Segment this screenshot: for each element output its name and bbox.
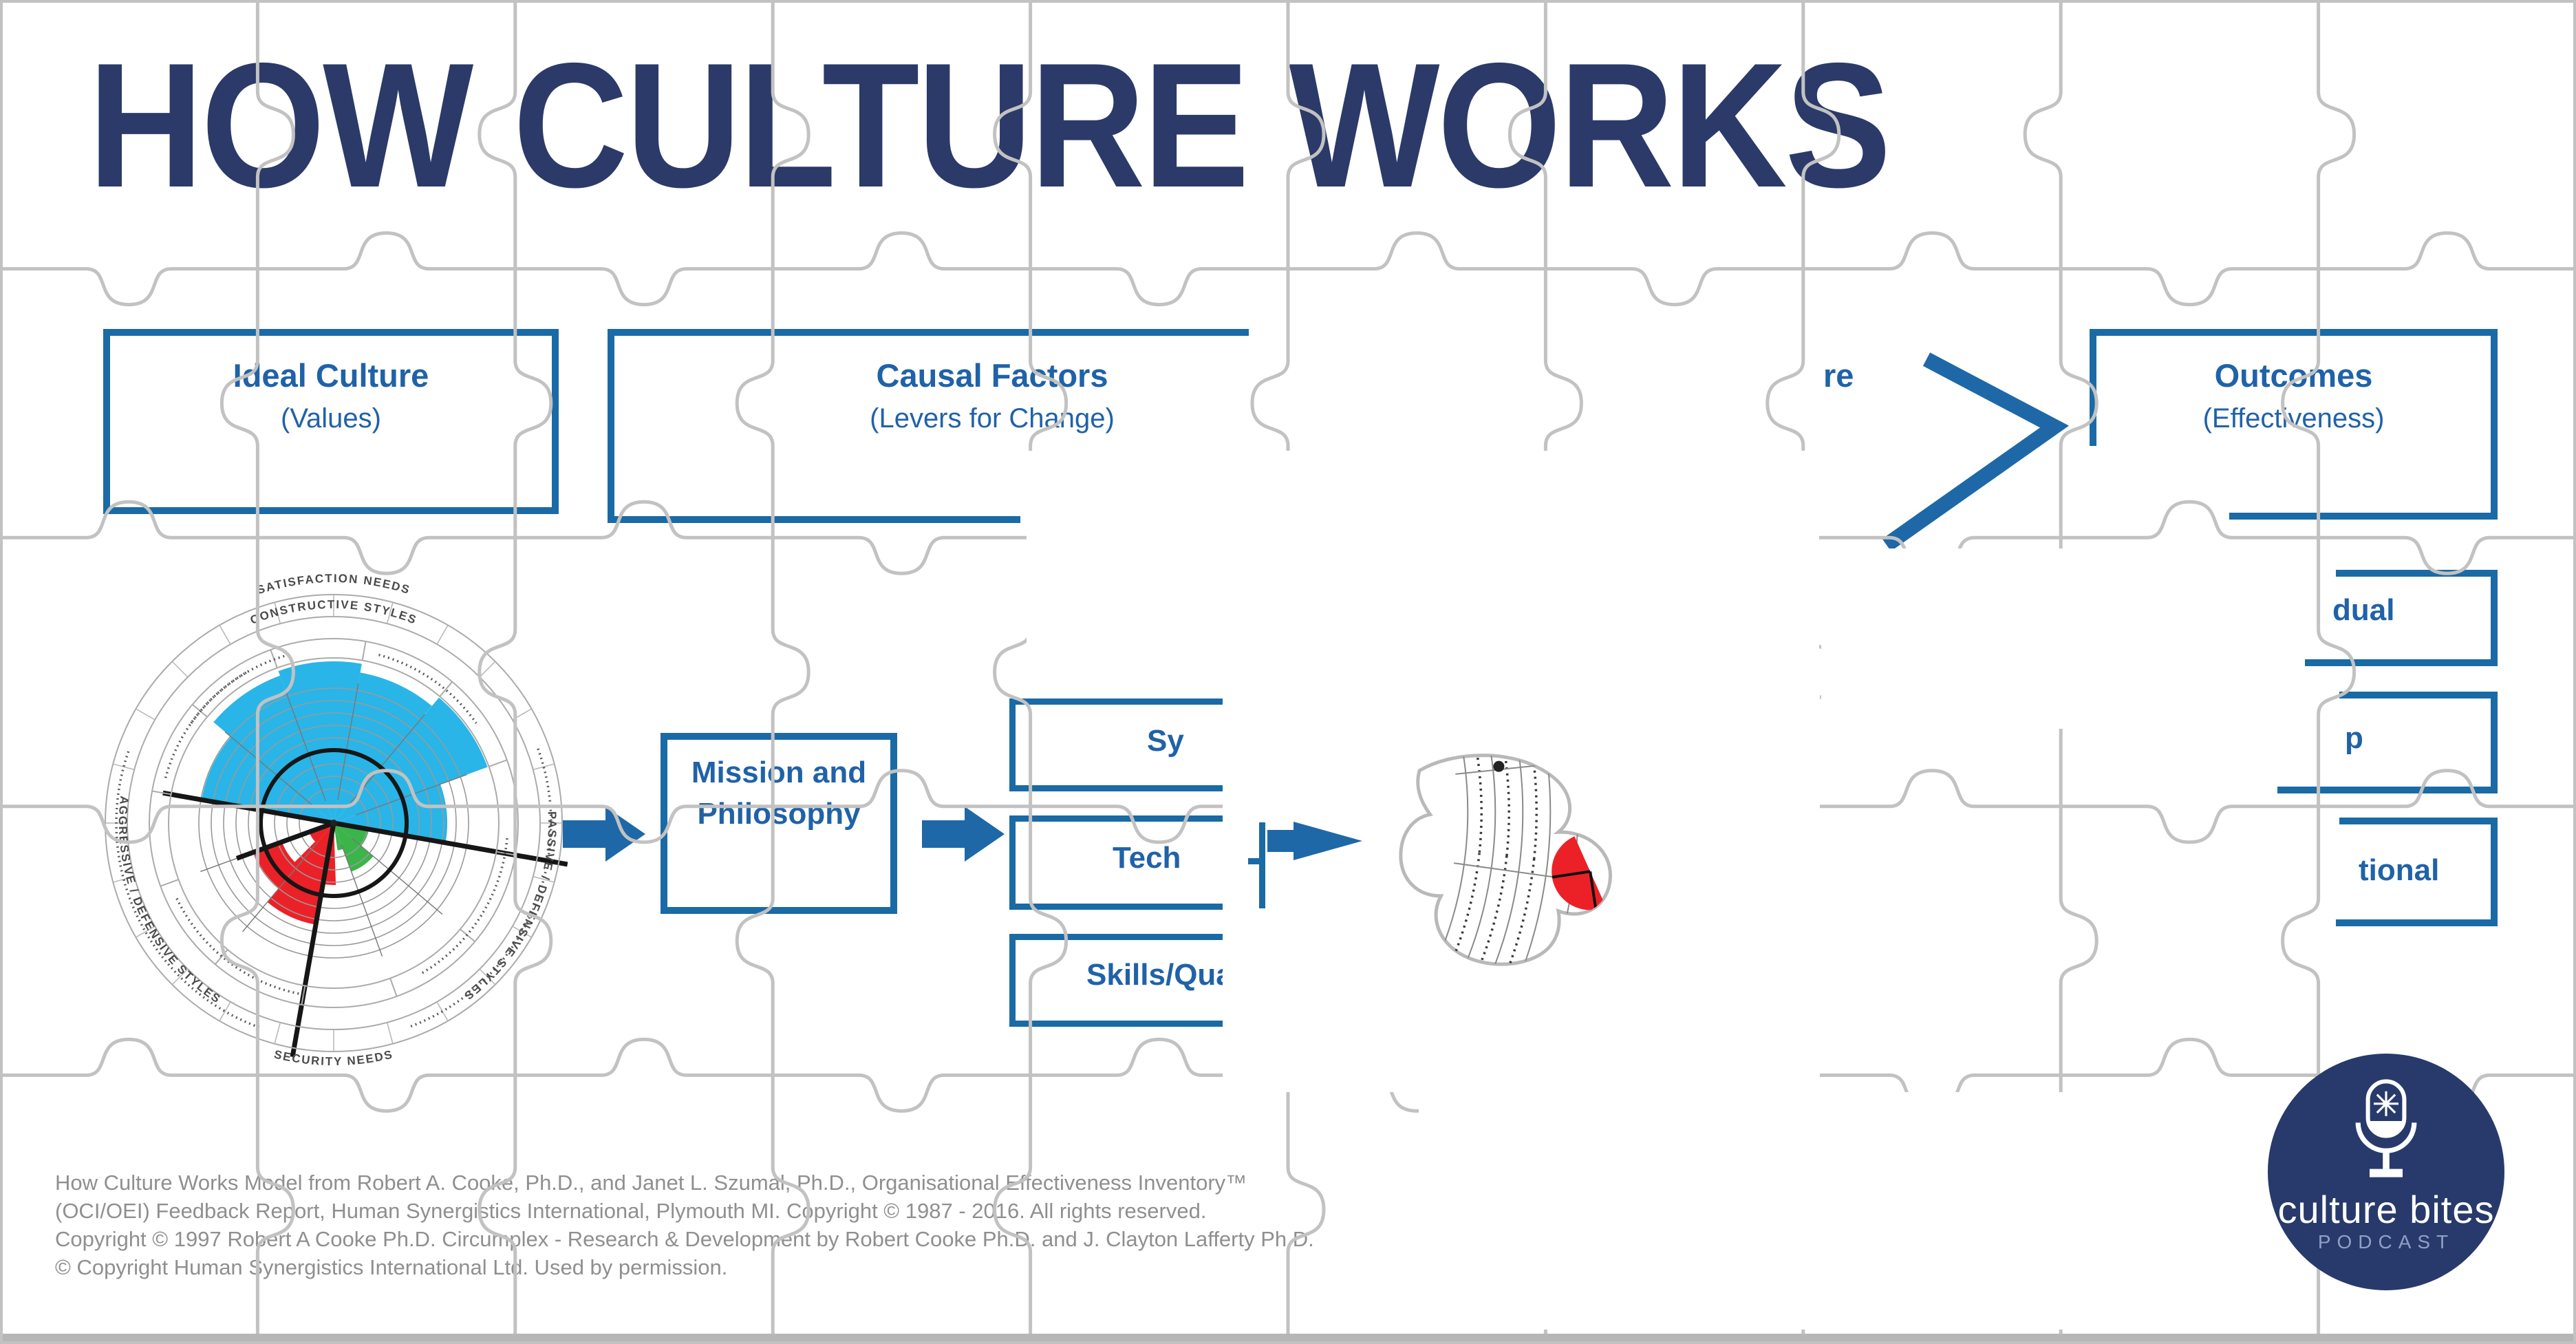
copyright-line-4: © Copyright Human Synergistics Internati…: [55, 1255, 728, 1279]
page-title: HOW CULTURE WORKS: [88, 25, 1891, 224]
skills-qualities-box-label: Skills/Qua: [1086, 958, 1227, 992]
copyright-line-2: (OCI/OEI) Feedback Report, Human Synergi…: [55, 1199, 1207, 1223]
mission-label-line1: Mission and: [691, 756, 867, 789]
logo-name: culture bites: [2277, 1188, 2495, 1231]
culture-bites-logo: culture bites PODCAST: [2268, 1054, 2504, 1290]
logo-tagline: PODCAST: [2317, 1231, 2455, 1252]
group-box-fragment: p: [2345, 721, 2363, 755]
copyright-line-1: How Culture Works Model from Robert A. C…: [55, 1171, 1247, 1195]
systems-box-label: Sy: [1147, 724, 1184, 758]
ideal-culture-sub: (Values): [281, 403, 381, 434]
individual-box-fragment: dual: [2332, 593, 2395, 627]
outcomes-sub: (Effectiveness): [2202, 403, 2385, 434]
operating-culture-fragment: re: [1823, 357, 1854, 394]
causal-factors-label: Causal Factors: [876, 357, 1108, 394]
microphone-icon: [2355, 1079, 2417, 1177]
ideal-culture-label: Ideal Culture: [233, 357, 429, 394]
causal-factors-sub: (Levers for Change): [870, 403, 1115, 434]
organisational-box-fragment: tional: [2359, 853, 2440, 887]
technology-box-label: Tech: [1113, 841, 1181, 875]
outcomes-label: Outcomes: [2214, 357, 2373, 394]
mission-label-line2: Philosophy: [697, 797, 861, 831]
